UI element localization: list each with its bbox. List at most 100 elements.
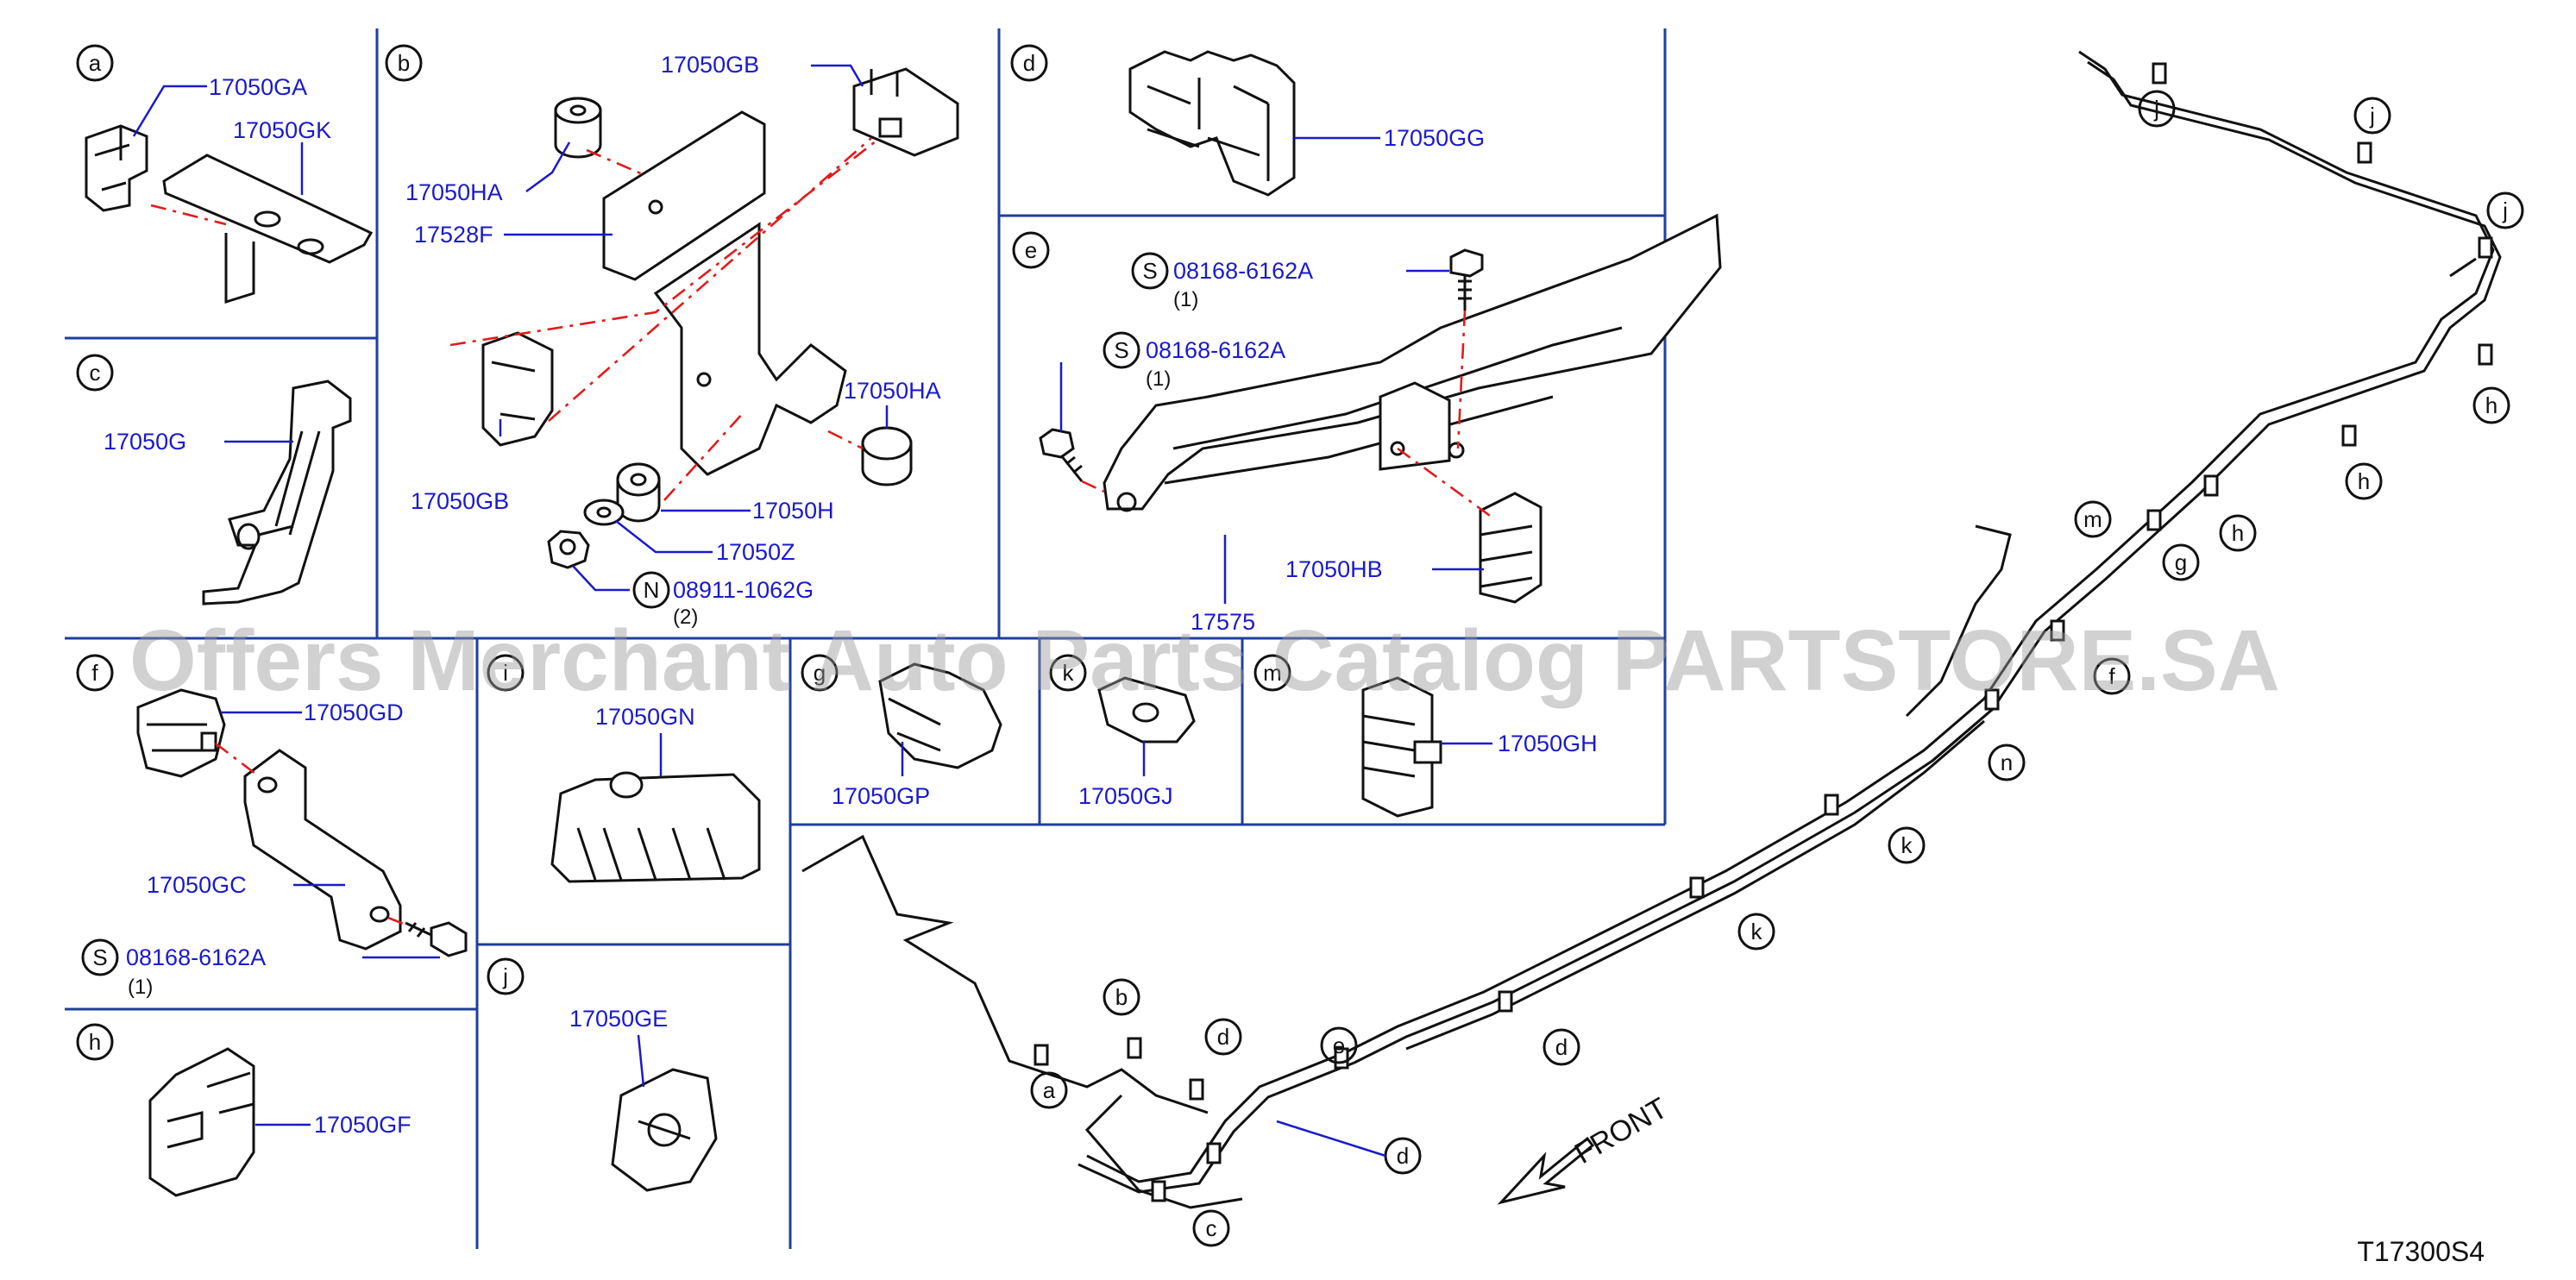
svg-text:d: d: [1397, 1143, 1409, 1169]
svg-text:a: a: [89, 50, 102, 76]
svg-text:k: k: [1063, 660, 1075, 686]
watermark-text: Offers Merchant Auto Parts Catalog PARTS…: [129, 612, 2280, 709]
route-callout-m: m: [2074, 500, 2112, 538]
label-08168-6162A-left: 08168-6162A: [1146, 337, 1285, 363]
panel-i: i 17050GN: [487, 654, 761, 883]
svg-text:k: k: [1901, 832, 1913, 858]
svg-text:b: b: [398, 50, 410, 76]
part-washer-17050Z: [583, 499, 625, 526]
pipe-clamp-markers: [1034, 62, 2493, 1202]
label-17050GF: 17050GF: [314, 1112, 412, 1138]
route-callout-h1: h: [2472, 386, 2510, 424]
qty-08168-6162A-left: (1): [1146, 367, 1171, 391]
svg-text:d: d: [1555, 1034, 1568, 1060]
part-clip-17050GF: [148, 1047, 255, 1197]
svg-text:e: e: [1025, 237, 1037, 263]
part-clip-17050GB-top: [852, 67, 959, 157]
route-callout-n: n: [1988, 744, 2026, 781]
label-17050GC: 17050GC: [147, 872, 247, 898]
part-bracket-17050GC: [243, 749, 402, 951]
front-label: FRONT: [1569, 1091, 1673, 1170]
label-17050GJ: 17050GJ: [1078, 783, 1173, 809]
route-callout-g: g: [2162, 543, 2200, 581]
svg-text:h: h: [2358, 468, 2370, 494]
prefix-circle-N: N: [632, 571, 670, 609]
svg-text:S: S: [1114, 337, 1128, 363]
qty-08168-6162A-top: (1): [1173, 288, 1198, 311]
svg-text:n: n: [2001, 750, 2013, 775]
panel-letter-f: f: [76, 654, 114, 692]
part-bracket-17575: [1103, 213, 1722, 512]
part-bracket-17528F: [602, 110, 847, 476]
qty-08168-6162A-f: (1): [128, 976, 153, 999]
route-callout-h3: h: [2219, 514, 2257, 552]
part-bolt-08168-6162A-f: [405, 921, 468, 957]
label-08168-6162A-f: 08168-6162A: [126, 944, 266, 970]
route-callout-a: a: [1030, 1071, 1068, 1109]
panel-letter-k: k: [1049, 654, 1087, 692]
route-callout-d1: d: [1542, 1028, 1580, 1066]
diagram-number: T17300S4: [2357, 1236, 2485, 1267]
label-17050GB-top: 17050GB: [661, 52, 759, 78]
part-bolt-08168-6162A-left: [1039, 428, 1084, 482]
part-bracket-17050GK: [162, 154, 374, 304]
svg-text:j: j: [2153, 96, 2159, 122]
panel-letter-a: a: [76, 44, 114, 82]
panel-letter-j: j: [487, 957, 525, 995]
part-grommet-17050HA-top: [554, 97, 602, 159]
svg-text:h: h: [2485, 392, 2497, 418]
part-clip-17050G: [202, 380, 352, 605]
label-17050Z: 17050Z: [716, 539, 795, 565]
part-clip-17050GN: [550, 771, 761, 883]
part-clip-17050GB-left: [481, 331, 554, 447]
svg-text:j: j: [502, 963, 508, 989]
svg-text:g: g: [814, 660, 826, 686]
label-17575: 17575: [1191, 609, 1255, 635]
part-bolt-08168-6162A-top: [1449, 248, 1484, 311]
label-17050HA-left: 17050HA: [405, 179, 503, 205]
assembly-guides-b: [449, 136, 881, 501]
prefix-circle-S-1: S: [1131, 252, 1169, 290]
route-callout-j3: j: [2486, 191, 2524, 229]
panel-j: j 17050GE: [487, 957, 718, 1192]
part-clip-17050GJ: [1097, 676, 1196, 744]
panel-letter-m: m: [1253, 654, 1291, 692]
label-17528F: 17528F: [414, 222, 493, 248]
panel-letter-e: e: [1012, 231, 1050, 269]
svg-text:j: j: [2502, 198, 2508, 223]
panel-f: f 17050GD 17050GC S 08168-6162A (1): [76, 654, 468, 999]
svg-text:c: c: [90, 360, 101, 386]
route-callout-k1: k: [1888, 826, 1926, 864]
panel-letter-b: b: [385, 44, 423, 82]
prefix-circle-S-f: S: [81, 938, 119, 976]
svg-text:f: f: [2108, 663, 2115, 689]
label-17050G: 17050G: [104, 429, 186, 455]
panel-d: d 17050GG: [1010, 44, 1485, 197]
label-17050GE: 17050GE: [569, 1006, 668, 1032]
svg-text:d: d: [1217, 1024, 1229, 1050]
panel-m: m 17050GH: [1253, 654, 1598, 818]
front-arrow: FRONT: [1497, 1091, 1673, 1205]
svg-text:N: N: [644, 577, 660, 603]
svg-text:d: d: [1023, 50, 1035, 76]
svg-text:h: h: [2232, 520, 2244, 546]
label-17050GD: 17050GD: [304, 700, 404, 725]
svg-text:a: a: [1043, 1077, 1056, 1103]
pipe-routing-overview: [801, 50, 2502, 1209]
label-17050GG: 17050GG: [1384, 125, 1485, 151]
label-17050HA-right: 17050HA: [844, 378, 941, 404]
svg-text:b: b: [1115, 984, 1128, 1010]
label-08911-1062G: 08911-1062G: [673, 577, 814, 603]
qty-08911-1062G: (2): [673, 605, 698, 629]
route-callouts: j j j h h h m g f n k k d e d d b a c: [1030, 90, 2524, 1247]
svg-text:S: S: [92, 944, 107, 970]
route-callout-c: c: [1192, 1209, 1230, 1247]
route-callout-j2: j: [2353, 97, 2391, 135]
svg-text:f: f: [91, 660, 98, 686]
panel-letter-c: c: [76, 354, 114, 392]
label-17050GN: 17050GN: [595, 704, 695, 730]
part-grommet-17050H: [616, 462, 661, 523]
panel-letter-g: g: [801, 654, 839, 692]
label-17050GB-left: 17050GB: [411, 488, 509, 514]
